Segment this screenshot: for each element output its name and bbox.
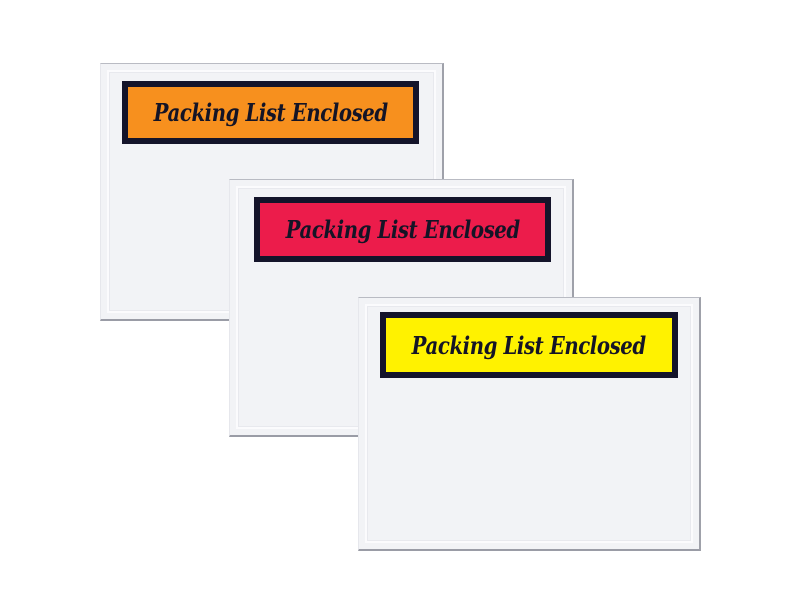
label-orange: Packing List Enclosed — [122, 81, 419, 144]
label-red: Packing List Enclosed — [254, 197, 551, 262]
label-text: Packing List Enclosed — [153, 98, 388, 127]
label-yellow: Packing List Enclosed — [380, 312, 678, 378]
envelope-yellow: Packing List Enclosed — [358, 297, 701, 551]
envelope-inset — [365, 304, 693, 543]
label-text: Packing List Enclosed — [285, 215, 520, 244]
label-text: Packing List Enclosed — [411, 330, 647, 360]
